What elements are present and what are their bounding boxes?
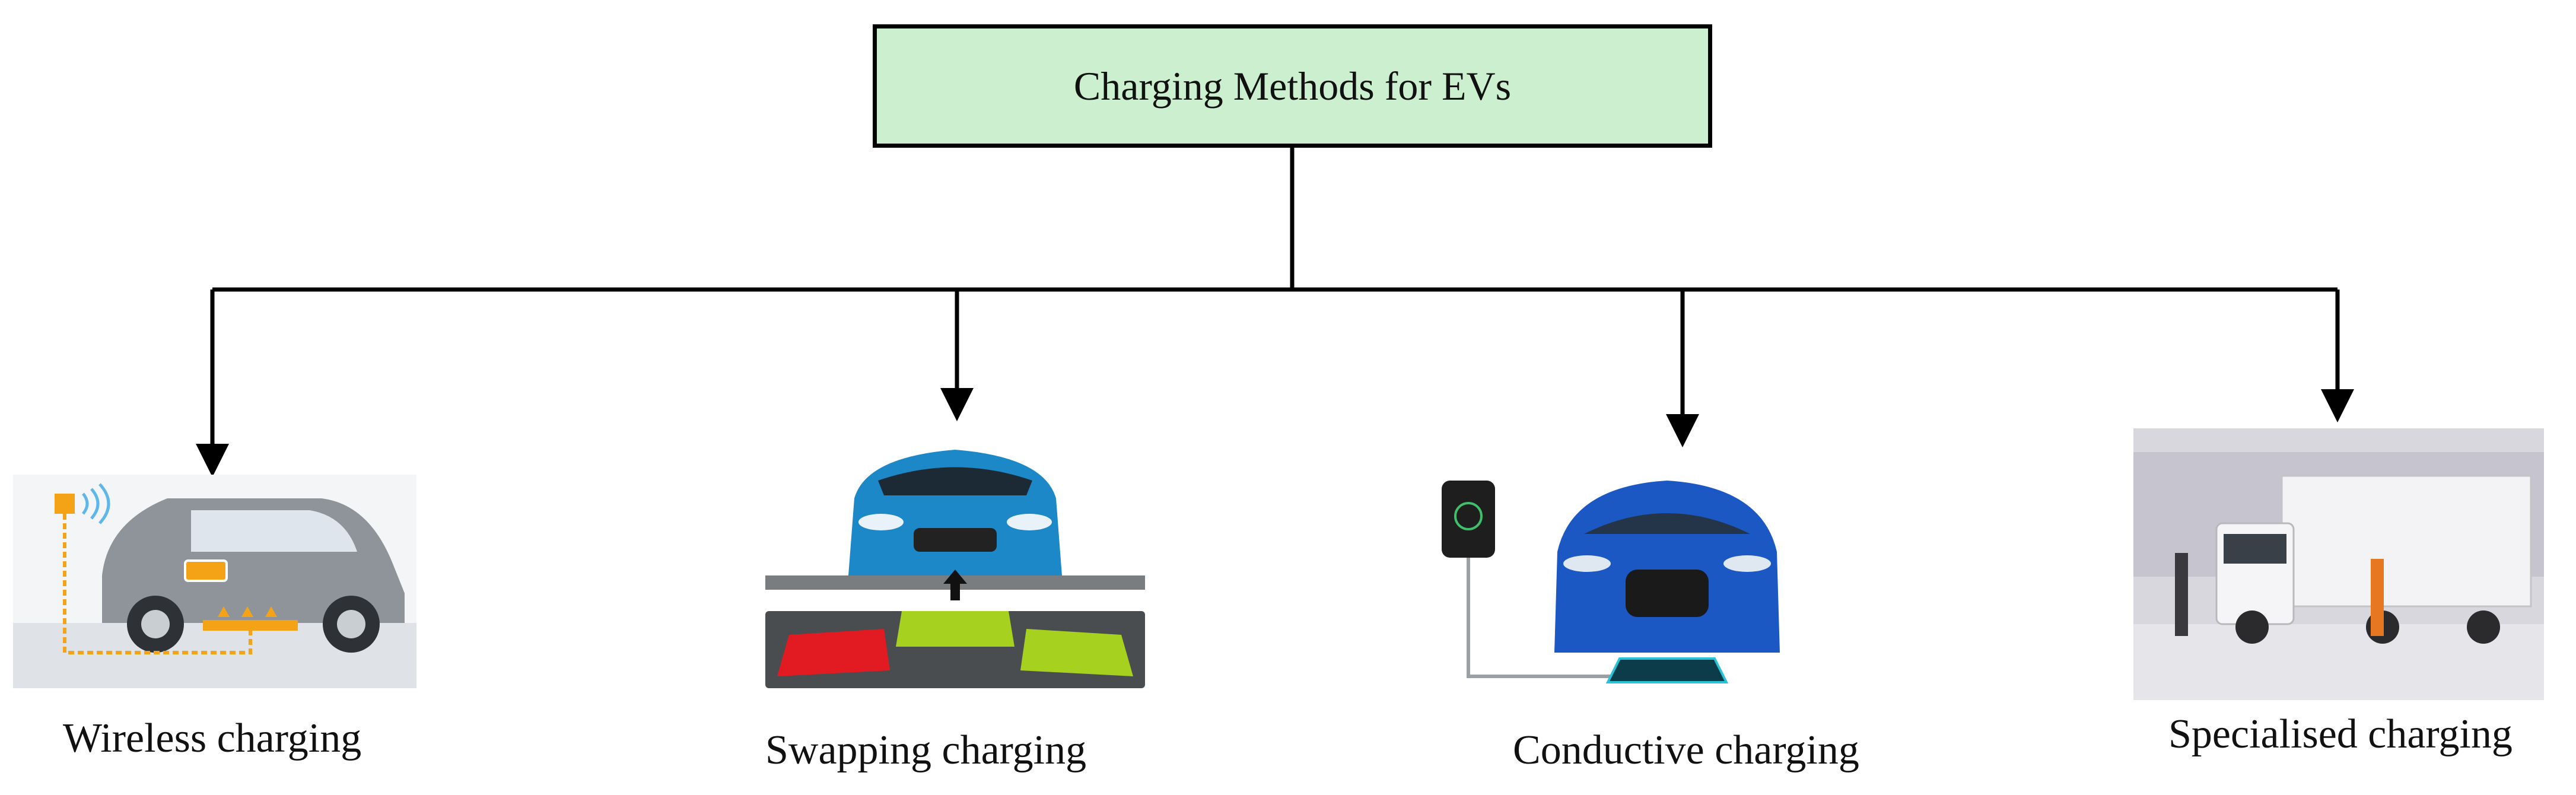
charged-battery-pack: [1020, 629, 1133, 676]
blue-car-left-headlight: [858, 514, 904, 530]
swap-up-arrow-head: [943, 570, 967, 584]
blue-car-right-headlight: [1007, 514, 1052, 530]
onboard-battery-icon: [184, 559, 228, 582]
new-battery-pack: [896, 611, 1015, 647]
blue-car-grille: [914, 528, 997, 552]
wallbox-charger: [1442, 481, 1495, 558]
conductive-charger-car-illustration: [1442, 481, 1780, 683]
battery-swapping-station-illustration: [765, 450, 1145, 688]
root-label: Charging Methods for EVs: [1073, 63, 1512, 109]
blue-suv-left-headlight: [1563, 555, 1611, 572]
electric-truck-charging-illustration: [2133, 428, 2544, 700]
induction-arrows: [218, 606, 277, 617]
car-window: [191, 510, 357, 552]
charging-pad: [203, 620, 298, 631]
wireless-charging-car-illustration: [13, 475, 416, 688]
blue-suv-right-headlight: [1723, 555, 1771, 572]
charging-post-left: [2175, 553, 2188, 636]
root-node: Charging Methods for EVs: [873, 24, 1712, 148]
charging-post-right: [2371, 559, 2384, 636]
truck-front-wheel: [2235, 610, 2269, 644]
car-front-hub: [141, 610, 170, 638]
specialised-charging-label: Specialised charging: [2168, 711, 2513, 757]
charging-pad-field: [1605, 657, 1729, 683]
swap-up-arrow-shaft: [950, 583, 960, 600]
wifi-signal-icon: [81, 483, 110, 524]
truck-windshield: [2224, 534, 2286, 564]
wallbox-status-ring: [1454, 502, 1483, 530]
blue-suv-grille: [1626, 570, 1709, 617]
car-rear-hub: [337, 610, 365, 638]
charging-cable: [1467, 558, 1620, 678]
blue-suv-windshield: [1584, 513, 1750, 534]
conductive-charging-label: Conductive charging: [1513, 727, 1859, 773]
depleted-battery-pack: [777, 629, 890, 676]
wireless-charging-label: Wireless charging: [63, 716, 362, 761]
blue-car-windshield: [878, 467, 1032, 495]
wall-power-unit: [55, 494, 75, 514]
truck-trailer-wheel: [2467, 610, 2500, 644]
power-cable: [63, 514, 252, 654]
swapping-charging-label: Swapping charging: [765, 727, 1087, 773]
truck-trailer: [2281, 475, 2532, 608]
